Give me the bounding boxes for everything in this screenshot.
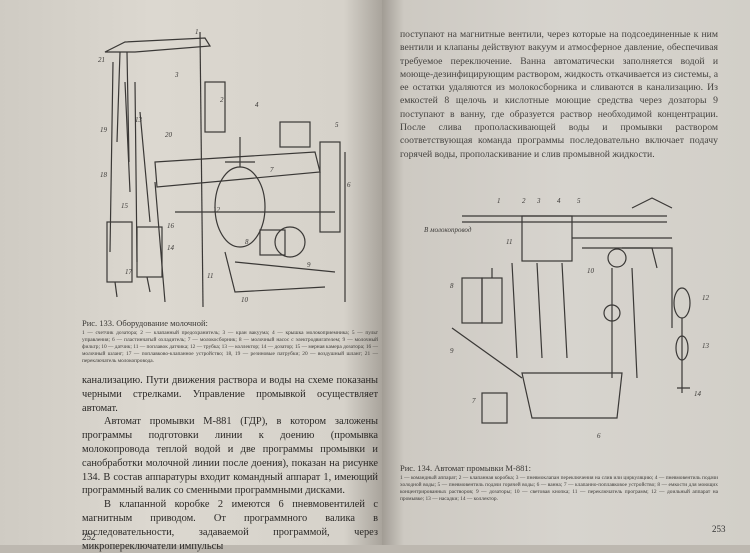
page-number: 252 [82, 532, 96, 542]
figure-133-illustration: 21 3 1 2 4 5 19 18 20 6 7 12 14 15 16 17 8 9 10 11 13 [98, 28, 351, 308]
right-page: поступают на магнитные вентили, через ко… [382, 0, 750, 545]
svg-text:14: 14 [167, 244, 175, 252]
svg-text:19: 19 [100, 126, 108, 134]
svg-text:4: 4 [557, 197, 561, 205]
figure-134-legend: 1 — командный аппарат; 2 — клапанная кор… [400, 475, 718, 502]
svg-text:9: 9 [450, 347, 454, 355]
body-text-right: поступают на магнитные вентили, через ко… [400, 28, 718, 161]
paragraph: канализацию. Пути движения раствора и во… [82, 375, 378, 414]
svg-text:4: 4 [255, 101, 259, 109]
svg-text:11: 11 [207, 272, 213, 280]
svg-text:3: 3 [536, 197, 541, 205]
svg-text:5: 5 [335, 121, 339, 129]
svg-text:12: 12 [213, 206, 221, 214]
svg-text:10: 10 [241, 296, 249, 304]
svg-text:13: 13 [702, 342, 710, 350]
svg-text:6: 6 [597, 432, 601, 440]
svg-text:5: 5 [577, 197, 581, 205]
svg-text:2: 2 [220, 96, 224, 104]
svg-text:7: 7 [270, 166, 274, 174]
pipe-label: В молокопровод [424, 226, 472, 234]
svg-text:8: 8 [245, 238, 249, 246]
svg-text:15: 15 [121, 202, 129, 210]
paragraph: поступают на магнитные вентили, через ко… [400, 29, 718, 160]
svg-text:7: 7 [472, 397, 476, 405]
svg-text:10: 10 [587, 267, 595, 275]
svg-text:2: 2 [522, 197, 526, 205]
svg-text:20: 20 [165, 131, 173, 139]
body-text-left: канализацию. Пути движения раствора и во… [82, 374, 378, 553]
svg-text:3: 3 [174, 71, 179, 79]
svg-text:21: 21 [98, 56, 105, 64]
svg-text:18: 18 [100, 171, 108, 179]
page-number: 253 [712, 524, 726, 534]
paragraph: Автомат промывки М-881 (ГДР), в котором … [82, 416, 378, 497]
svg-text:16: 16 [167, 222, 175, 230]
figure-133-title: Рис. 133. Оборудование молочной: [82, 318, 208, 328]
svg-text:12: 12 [702, 294, 710, 302]
svg-text:1: 1 [497, 197, 501, 205]
figure-134-title: Рис. 134. Автомат промывки М-881: [400, 463, 531, 473]
svg-text:14: 14 [694, 390, 702, 398]
svg-text:1: 1 [195, 28, 199, 36]
svg-text:11: 11 [506, 238, 512, 246]
svg-text:17: 17 [125, 268, 133, 276]
figure-133-legend: 1 — счетчик дозатора; 2 — клапанный пред… [82, 330, 378, 364]
svg-text:8: 8 [450, 282, 454, 290]
svg-text:13: 13 [135, 116, 143, 124]
svg-text:9: 9 [307, 261, 311, 269]
svg-text:6: 6 [347, 181, 351, 189]
